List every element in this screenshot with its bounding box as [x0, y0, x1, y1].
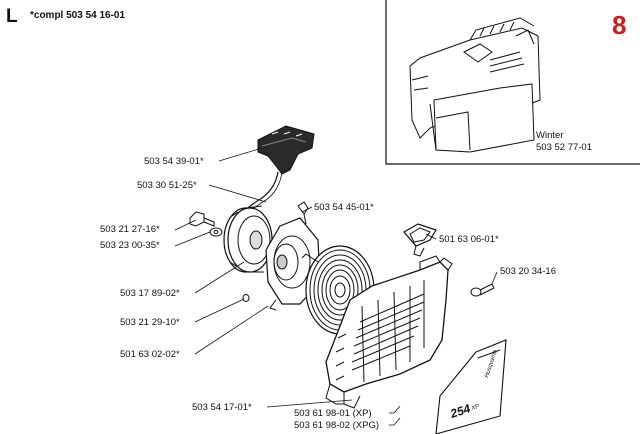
inset-winter-kit	[385, 0, 640, 165]
decal-drawing	[435, 339, 507, 434]
leader-lines	[174, 147, 498, 426]
decal-suffix: XP	[470, 404, 480, 412]
label-pulley-screw: 503 21 27-16*	[100, 224, 160, 235]
assembly-label: *compl 503 54 16-01	[30, 10, 126, 21]
housing-screw-drawing	[470, 283, 495, 297]
label-starter-rope: 503 30 51-25*	[137, 180, 197, 191]
label-rope-pulley: 503 17 89-02*	[120, 288, 180, 299]
label-decal-xpg: 503 61 98-02 (XPG)	[294, 420, 380, 431]
label-pulley-center-screw: 503 21 29-10*	[120, 317, 180, 328]
page-number: 8	[612, 10, 627, 40]
label-starter-housing: 503 54 17-01*	[192, 402, 252, 413]
label-pulley-washer: 503 23 00-35*	[100, 240, 160, 251]
label-air-intake-plug: 501 63 06-01*	[439, 234, 499, 245]
decal-model: 254	[448, 401, 473, 421]
section-letter: L	[6, 6, 18, 27]
starter-housing-drawing	[325, 255, 453, 409]
rope-pulley-drawing	[223, 205, 273, 273]
label-housing-screw: 503 20 34-16	[500, 266, 556, 277]
small-pin-drawing	[242, 294, 250, 302]
label-starter-handle: 503 54 39-01*	[144, 156, 204, 167]
inset-caption-part: 503 52 77-01	[536, 142, 592, 153]
label-spring-cassette: 503 54 45-01*	[314, 202, 374, 213]
air-intake-plug-drawing	[403, 223, 437, 257]
label-decal-xp: 503 61 98-01 (XP)	[294, 408, 372, 419]
inset-caption-name: Winter	[536, 130, 564, 141]
screw-washer-drawing	[189, 211, 223, 237]
label-rewind-spring: 501 63 02-02*	[120, 349, 180, 360]
